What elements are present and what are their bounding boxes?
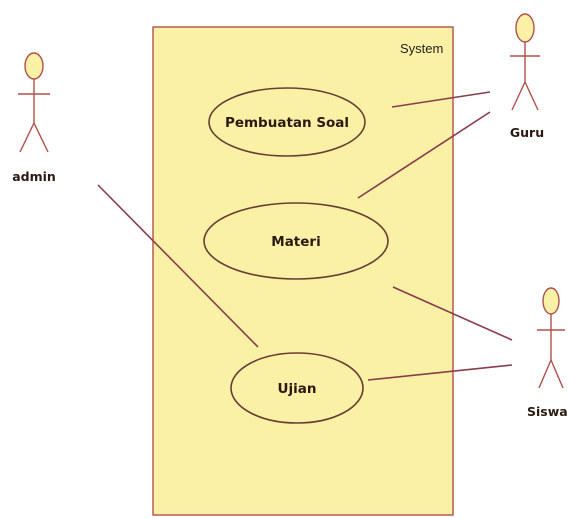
actor-siswa-left-leg [538, 359, 552, 389]
actor-admin-label: admin [12, 169, 56, 184]
association-siswa-ujian [367, 364, 513, 381]
actor-guru-right-leg [524, 81, 539, 111]
actor-guru-left-leg [511, 81, 526, 111]
actor-siswa[interactable]: Siswa [527, 287, 568, 419]
actor-admin[interactable]: admin [12, 52, 56, 184]
use-case-ujian-label: Ujian [278, 381, 317, 397]
actor-siswa-head [542, 287, 560, 315]
system-label: System [400, 41, 443, 56]
association-admin-ujian [97, 184, 259, 348]
association-guru-pembuatan-soal [391, 91, 491, 108]
actor-siswa-right-leg [550, 359, 564, 389]
use-case-materi-label: Materi [271, 234, 320, 250]
use-case-pembuatan-soal-ellipse [208, 87, 366, 157]
associations [97, 91, 513, 381]
use-case-materi-ellipse [203, 202, 389, 280]
use-case-pembuatan-soal[interactable]: Pembuatan Soal [208, 87, 366, 157]
actor-guru-head [515, 13, 535, 43]
actor-guru-label: Guru [510, 125, 544, 140]
use-case-ujian-ellipse [230, 352, 364, 424]
use-case-pembuatan-soal-label: Pembuatan Soal [225, 115, 349, 131]
actor-admin-right-leg [33, 122, 49, 153]
actor-admin-head [24, 52, 44, 80]
actor-guru[interactable]: Guru [510, 13, 544, 140]
use-case-ujian[interactable]: Ujian [230, 352, 364, 424]
use-case-materi[interactable]: Materi [203, 202, 389, 280]
association-siswa-materi [392, 286, 513, 341]
actor-siswa-label: Siswa [527, 404, 568, 419]
actor-admin-left-leg [19, 122, 35, 153]
association-guru-materi [357, 111, 491, 199]
